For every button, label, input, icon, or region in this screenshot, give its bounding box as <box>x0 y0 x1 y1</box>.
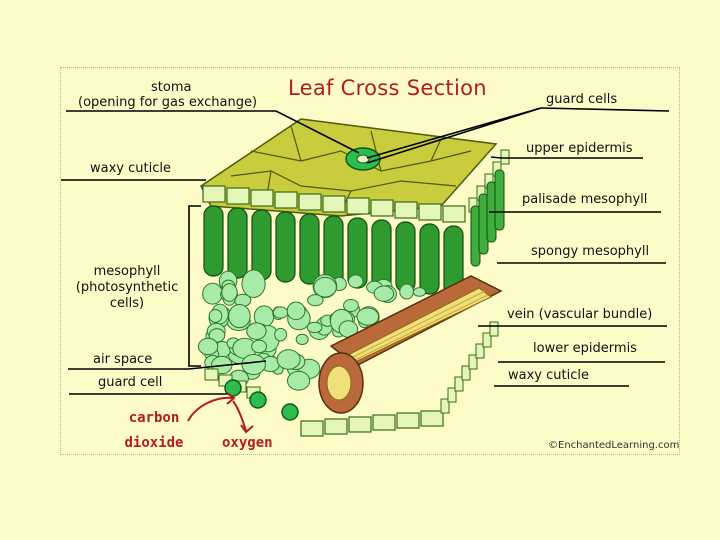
lower-epidermis-cell <box>205 369 218 380</box>
palisade-cell <box>252 210 271 280</box>
label-guard-cell: guard cell <box>98 375 162 390</box>
spongy-cell <box>357 308 379 325</box>
palisade-cell <box>204 206 223 276</box>
spongy-cell <box>413 288 425 297</box>
lower-epidermis-cell <box>397 413 419 428</box>
lower-epidermis-cell <box>349 417 371 432</box>
upper-epidermis-cell <box>227 188 249 204</box>
spongy-cell <box>273 307 287 318</box>
upper-epidermis-cell <box>323 196 345 212</box>
label-waxy-cuticle-bottom: waxy cuticle <box>508 368 589 383</box>
label-spongy-mesophyll: spongy mesophyll <box>531 244 649 259</box>
upper-epidermis-cell <box>443 206 465 222</box>
upper-epidermis-cell <box>251 190 273 206</box>
lower-epidermis-cell <box>325 419 347 434</box>
spongy-cell <box>277 350 300 370</box>
upper-epidermis-cell <box>371 200 393 216</box>
spongy-cell <box>252 340 267 353</box>
label-stoma-description: (opening for gas exchange) <box>78 95 257 110</box>
palisade-side-cells <box>471 170 504 266</box>
upper-epidermis-cell <box>299 194 321 210</box>
spongy-cell <box>348 275 363 288</box>
spongy-cell <box>287 302 305 319</box>
spongy-cell <box>296 334 308 344</box>
label-palisade-mesophyll: palisade mesophyll <box>522 192 647 207</box>
label-mesophyll-line2: (photosynthetic <box>63 280 191 295</box>
spongy-cell <box>198 338 217 354</box>
stoma-guard-cells <box>346 148 380 170</box>
label-stoma: stoma <box>151 80 191 95</box>
label-lower-epidermis: lower epidermis <box>533 341 637 356</box>
spongy-cell <box>242 355 266 375</box>
lower-epidermis-cell <box>373 415 395 430</box>
spongy-cell <box>314 277 336 297</box>
palisade-cell <box>228 208 247 278</box>
spongy-cell <box>307 322 322 332</box>
spongy-cell <box>209 309 222 322</box>
label-mesophyll-line3: cells) <box>63 296 191 311</box>
label-waxy-cuticle-top: waxy cuticle <box>90 161 171 176</box>
spongy-cell <box>400 284 414 299</box>
upper-epidermis-cell <box>419 204 441 220</box>
label-vein: vein (vascular bundle) <box>507 307 652 322</box>
spongy-cell <box>344 299 359 311</box>
spongy-cell <box>242 270 265 297</box>
upper-epidermis-cell <box>501 150 509 164</box>
spongy-cell <box>203 283 223 304</box>
gas-arrows <box>188 393 253 432</box>
lower-epidermis-cell <box>421 411 443 426</box>
label-guard-cells: guard cells <box>546 92 617 107</box>
label-dioxide: dioxide <box>118 433 190 453</box>
diagram-panel: Leaf Cross Section stoma (opening for ga… <box>60 67 680 455</box>
palisade-cell <box>300 214 319 284</box>
label-air-space: air space <box>93 352 152 367</box>
upper-epidermis-cell <box>395 202 417 218</box>
spongy-cell <box>247 323 266 340</box>
credit-text: ©EnchantedLearning.com <box>548 440 679 451</box>
label-upper-epidermis: upper epidermis <box>526 141 633 156</box>
label-mesophyll: mesophyll <box>63 264 191 279</box>
leaf-cross-section-illustration <box>61 68 681 456</box>
spongy-cell <box>222 284 237 302</box>
lower-epidermis-cell <box>301 421 323 436</box>
spongy-cell <box>229 305 251 328</box>
spongy-cell <box>287 371 309 390</box>
spongy-cell <box>374 286 393 301</box>
label-carbon: carbon <box>118 408 190 428</box>
spongy-cell <box>275 328 287 340</box>
upper-epidermis-cell <box>275 192 297 208</box>
upper-epidermis-cell <box>347 198 369 214</box>
palisade-side-cell <box>495 170 504 230</box>
palisade-cell <box>420 224 439 294</box>
upper-epidermis-cell <box>203 186 225 202</box>
lower-guard-cell <box>282 404 298 420</box>
lower-guard-cell <box>250 392 266 408</box>
palisade-cell <box>396 222 415 292</box>
label-oxygen: oxygen <box>222 433 273 453</box>
palisade-cell <box>276 212 295 282</box>
lower-epidermis-cell <box>490 322 498 336</box>
diagram-title: Leaf Cross Section <box>288 76 487 100</box>
